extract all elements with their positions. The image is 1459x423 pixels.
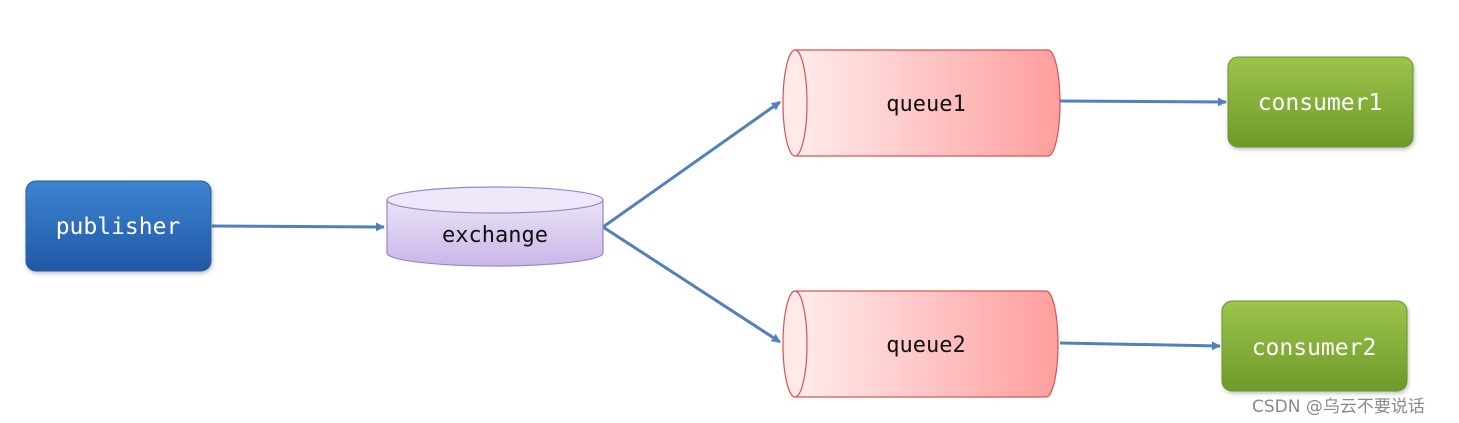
node-queue1: queue1 [782, 49, 1061, 157]
node-publisher: publisher [25, 180, 212, 272]
queue2-label: queue2 [886, 333, 965, 358]
edge-queue1-consumer1 [1059, 97, 1227, 107]
publisher-label: publisher [56, 214, 181, 240]
edge-publisher-exchange [211, 222, 385, 232]
node-consumer2: consumer2 [1221, 300, 1408, 392]
queue1-end [782, 49, 808, 157]
queue2-end [782, 290, 808, 398]
edge-exchange-queue2 [602, 225, 781, 344]
consumer2-label: consumer2 [1252, 335, 1377, 361]
edge-queue2-consumer2 [1059, 341, 1221, 351]
queue1-body [794, 49, 1061, 157]
consumer1-box [1227, 56, 1414, 148]
watermark-text: CSDN @乌云不要说话 [1252, 397, 1425, 417]
exchange-top [386, 186, 604, 214]
consumer2-box [1221, 300, 1408, 392]
publisher-box [25, 180, 212, 272]
exchange-label: exchange [442, 223, 548, 248]
node-exchange: exchange [386, 186, 604, 267]
queue1-label: queue1 [886, 92, 965, 117]
exchange-body [386, 199, 604, 267]
queue2-body [794, 290, 1059, 398]
consumer1-label: consumer1 [1258, 90, 1383, 116]
node-consumer1: consumer1 [1227, 56, 1414, 148]
edge-exchange-queue1 [602, 100, 781, 229]
node-queue2: queue2 [782, 290, 1059, 398]
edges [211, 97, 1227, 351]
